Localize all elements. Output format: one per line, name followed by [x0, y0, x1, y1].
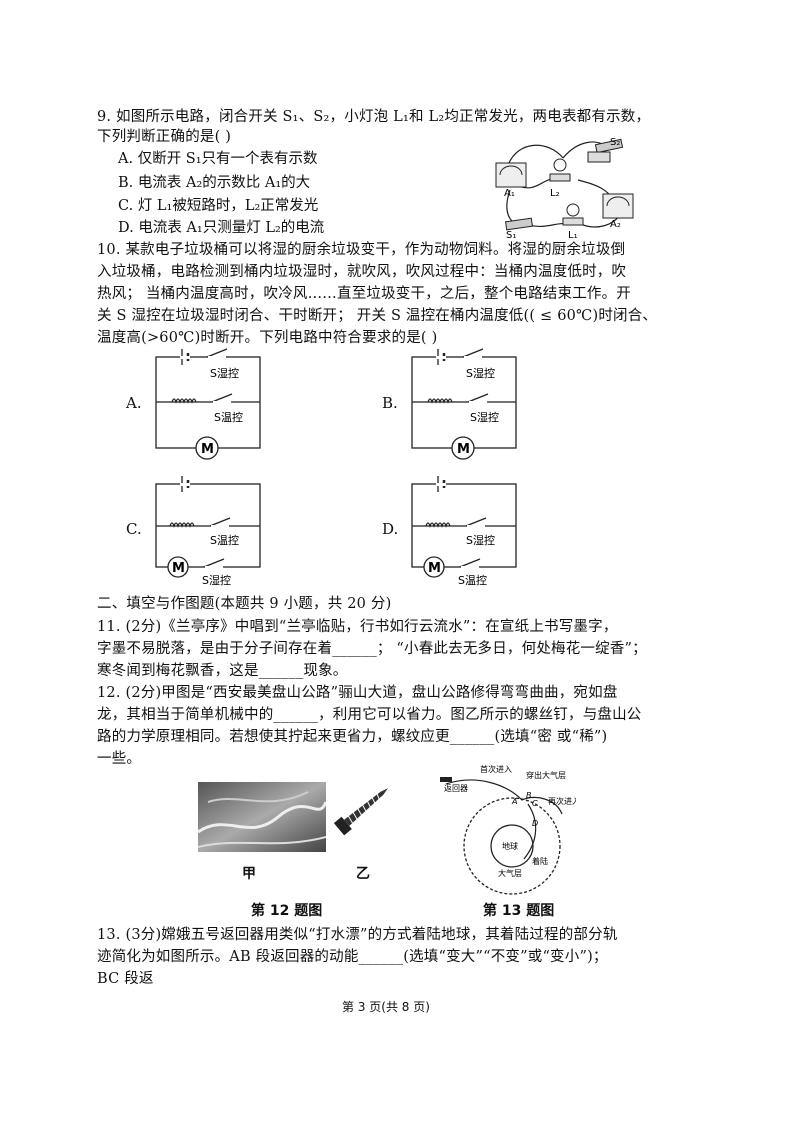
- switch-label-a-top: S湿控: [210, 366, 239, 380]
- q10-option-a-letter: A.: [126, 394, 142, 412]
- q9-option-d: D. 电流表 A₁只测量灯 L₂的电流: [118, 220, 325, 236]
- motor-label: M: [172, 561, 185, 576]
- q9-stem-line1: 9. 如图所示电路，闭合开关 S₁、S₂，小灯泡 L₁和 L₂均正常发光，两电表…: [97, 109, 651, 125]
- q9-option-a: A. 仅断开 S₁只有一个表有示数: [118, 151, 318, 167]
- fig-label-a2: A₂: [610, 219, 621, 230]
- q10-line5: 温度高(>60℃)时断开。下列电路中符合要求的是( ): [97, 330, 438, 346]
- fig-label-a1: A₁: [504, 188, 515, 199]
- switch-label-b-top: S湿控: [466, 366, 495, 380]
- q11-line3: 寒冬闻到梅花飘香，这是______现象。: [97, 663, 348, 679]
- q10-circuit-d: M S湿控 S温控: [411, 476, 517, 587]
- q13-line2: 迹简化为如图所示。AB 段返回器的动能______(选填“变大”“不变”或“变小…: [97, 949, 608, 965]
- q12-line2: 龙，其相当于简单机械中的______，利用它可以省力。图乙所示的螺丝钉，与盘山公: [97, 707, 642, 723]
- q12-road-photo: [198, 782, 326, 852]
- q10-line2: 入垃圾桶，电路检测到桶内垃圾湿时，就吹风，吹风过程中：当桶内温度低时，吹: [97, 264, 627, 280]
- motor-label: M: [457, 442, 470, 457]
- q10-line1: 10. 某款电子垃圾桶可以将湿的厨余垃圾变干，作为动物饲料。将湿的厨余垃圾倒: [97, 242, 626, 258]
- switch-label-d-mid: S湿控: [466, 533, 495, 547]
- q13-label-second-entry: 再次进入: [548, 796, 576, 806]
- q11-line2: 字墨不易脱落，是由于分子间存在着______； “小春此去无多日，何处梅花一绽香…: [97, 641, 647, 657]
- switch-label-d-bot: S温控: [458, 573, 487, 587]
- q13-line1: 13. (3分)嫦娥五号返回器用类似“打水漂”的方式着陆地球，其着陆过程的部分轨: [97, 927, 618, 943]
- q13-label-capsule: 返回器: [444, 784, 468, 793]
- q13-trajectory-figure: 首次进入 穿出大气层 返回器 再次进入 地球 大气层 着陆 A B C D: [440, 764, 576, 895]
- q13-label-landing: 着陆: [532, 856, 548, 866]
- q10-circuit-b: M S湿控 S湿控: [411, 348, 517, 460]
- q10-option-b-letter: B.: [382, 394, 398, 412]
- fig-label-l2: L₂: [550, 188, 560, 199]
- q13-label-atmosphere: 大气层: [498, 868, 522, 878]
- q10-circuit-c: M S温控 S湿控: [155, 476, 261, 587]
- q10-line4: 关 S 湿控在垃圾湿时闭合、干时断开； 开关 S 温控在桶内温度低(( ≤ 60…: [97, 308, 658, 324]
- switch-label-c-bot: S湿控: [202, 573, 231, 587]
- q13-label-d: D: [532, 819, 538, 828]
- q13-label-b: B: [526, 791, 532, 800]
- q12-line3: 路的力学原理相同。若想使其拧起来更省力，螺纹应更______(选填“密 或“稀”…: [97, 729, 608, 745]
- q9-stem-line2: 下列判断正确的是( ): [97, 129, 232, 145]
- q9-option-b: B. 电流表 A₂的示数比 A₁的大: [118, 175, 311, 191]
- q12-line4: 一些。: [97, 751, 142, 767]
- q13-label-c: C: [532, 799, 538, 808]
- q13-label-earth: 地球: [502, 841, 518, 851]
- q12-label-jia: 甲: [242, 866, 256, 882]
- q9-circuit-figure: S₂ A₁ L₂ S₁ L₁ A₂: [495, 137, 634, 240]
- section2-heading: 二、填空与作图题(本题共 9 小题，共 20 分): [97, 596, 392, 612]
- motor-label: M: [428, 561, 441, 576]
- q11-line1: 11. (2分)《兰亭序》中唱到“兰亭临贴，行书如行云流水”：在宣纸上书写墨字，: [97, 619, 618, 635]
- q12-line1: 12. (2分)甲图是“西安最美盘山公路”骊山大道，盘山公路修得弯弯曲曲，宛如盘: [97, 685, 618, 701]
- motor-label: M: [201, 442, 214, 457]
- fig-label-s1: S₁: [506, 230, 516, 240]
- q13-label-a: A: [511, 797, 517, 806]
- fig-label-l1: L₁: [568, 230, 578, 240]
- q13-label-first-entry: 首次进入: [480, 764, 512, 774]
- q13-caption: 第 13 题图: [483, 903, 555, 919]
- q13-line3: BC 段返: [97, 971, 154, 987]
- q10-option-c-letter: C.: [126, 520, 142, 538]
- switch-label-b-mid: S湿控: [470, 410, 499, 424]
- q10-option-d-letter: D.: [382, 520, 399, 538]
- switch-label-a-mid: S温控: [214, 410, 243, 424]
- q12-caption: 第 12 题图: [251, 903, 323, 919]
- q12-label-yi: 乙: [356, 866, 370, 882]
- q10-circuit-a: M S湿控 S温控: [155, 348, 261, 460]
- page-footer: 第 3 页(共 8 页): [342, 1000, 430, 1014]
- q13-label-exit-atmos: 穿出大气层: [526, 770, 566, 780]
- q12-screw-drawing: [333, 788, 389, 836]
- switch-label-c-mid: S温控: [210, 533, 239, 547]
- q10-line3: 热风； 当桶内温度高时，吹冷风……直至垃圾变干，之后，整个电路结束工作。开: [97, 286, 632, 302]
- q9-option-c: C. 灯 L₁被短路时，L₂正常发光: [118, 198, 319, 214]
- fig-label-s2: S₂: [610, 137, 620, 148]
